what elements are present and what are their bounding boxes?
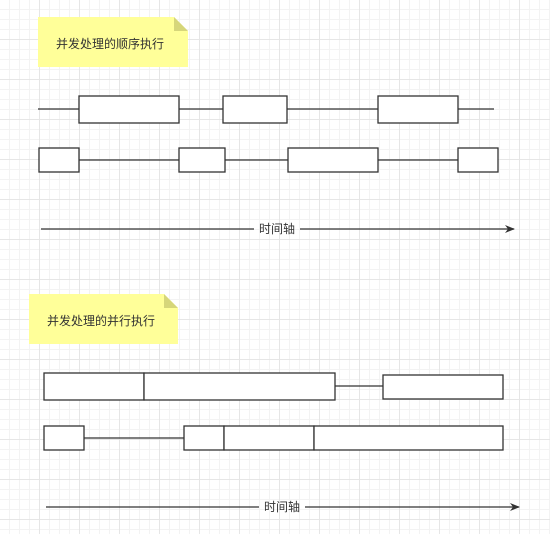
task-block xyxy=(183,425,225,451)
parallel-time-axis: 时间轴 xyxy=(46,499,520,514)
parallel-note-text: 并发处理的并行执行 xyxy=(47,313,155,328)
parallel-section: 并发处理的并行执行 时间轴 xyxy=(29,294,520,514)
task-block xyxy=(382,374,504,400)
parallel-note: 并发处理的并行执行 xyxy=(29,294,178,344)
sequential-note: 并发处理的顺序执行 xyxy=(38,17,188,67)
parallel-axis-label: 时间轴 xyxy=(264,499,300,514)
sequential-task-a-timeline xyxy=(38,95,494,124)
task-block xyxy=(223,425,315,451)
task-block xyxy=(43,425,85,451)
sequential-section: 并发处理的顺序执行 时间轴 xyxy=(38,17,515,236)
sequential-time-axis: 时间轴 xyxy=(41,221,515,236)
parallel-task-b-timeline xyxy=(43,425,504,451)
task-block xyxy=(43,372,145,401)
task-block xyxy=(457,147,499,173)
task-block xyxy=(143,372,336,401)
sequential-note-text: 并发处理的顺序执行 xyxy=(56,36,164,51)
task-block xyxy=(313,425,504,451)
sequential-axis-label: 时间轴 xyxy=(259,221,295,236)
task-block xyxy=(287,147,379,173)
task-block xyxy=(178,147,226,173)
task-block xyxy=(377,95,459,124)
task-block xyxy=(222,95,288,124)
task-block xyxy=(78,95,180,124)
task-block xyxy=(38,147,80,173)
parallel-task-a-timeline xyxy=(43,372,504,401)
sequential-task-b-timeline xyxy=(38,147,499,173)
